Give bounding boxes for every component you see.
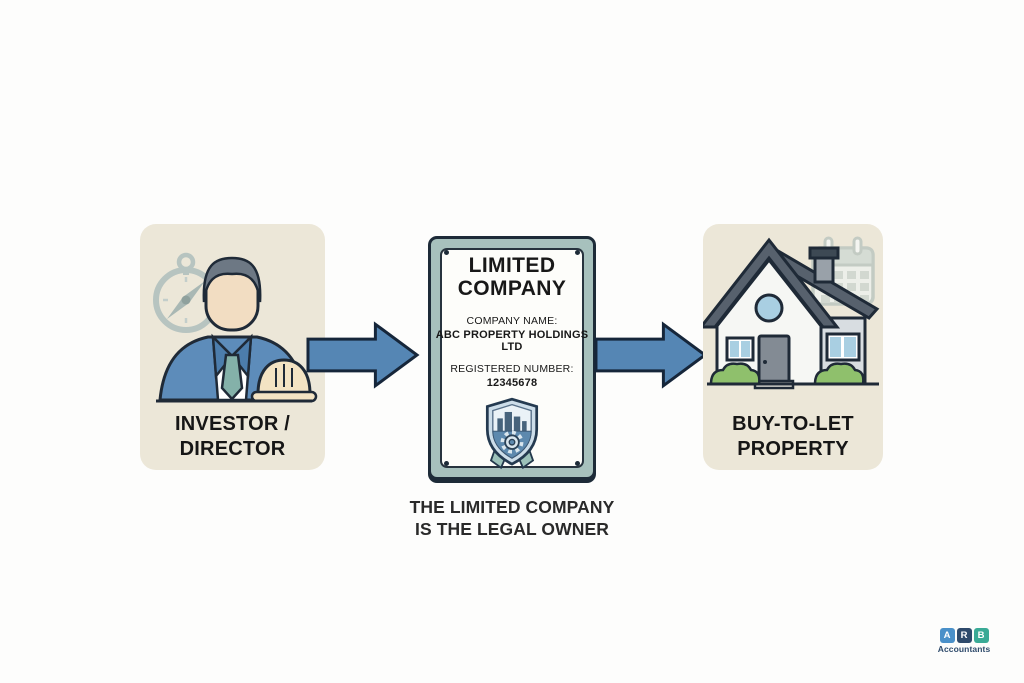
buy-to-let-property-card: BUY-TO-LET PROPERTY	[703, 224, 883, 470]
legal-owner-caption: THE LIMITED COMPANY IS THE LEGAL OWNER	[352, 497, 672, 540]
limited-company-certificate: LIMITED COMPANY COMPANY NAME: ABC PROPER…	[428, 236, 596, 480]
logo-letter-a: A	[939, 628, 955, 643]
investor-director-card: INVESTOR / DIRECTOR	[140, 224, 325, 470]
hard-hat-icon	[250, 358, 318, 403]
registered-number-label: REGISTERED NUMBER:	[450, 363, 574, 375]
city-buildings-icon	[497, 411, 527, 433]
registered-number-value: 12345678	[486, 377, 538, 389]
gear-icon	[500, 430, 524, 454]
house-icon	[703, 237, 880, 390]
caption-line1: THE LIMITED COMPANY	[409, 497, 615, 517]
arb-accountants-logo: A R B Accountants	[935, 628, 993, 654]
logo-letter-r: R	[956, 628, 972, 643]
certificate-title-line2: COMPANY	[457, 277, 567, 300]
investor-card-label: INVESTOR / DIRECTOR	[140, 412, 325, 462]
property-label-line1: BUY-TO-LET	[732, 413, 854, 435]
property-card-label: BUY-TO-LET PROPERTY	[703, 412, 883, 462]
logo-letter-b: B	[973, 628, 989, 643]
property-label-line2: PROPERTY	[737, 438, 849, 460]
certificate-title: LIMITED COMPANY	[431, 254, 593, 300]
investor-label-line2: DIRECTOR	[179, 438, 286, 460]
company-name-label: COMPANY NAME:	[466, 315, 558, 327]
arrow-right-icon	[594, 321, 708, 389]
certificate-corner-dot	[575, 461, 580, 466]
company-name-value: ABC PROPERTY HOLDINGS LTD	[435, 329, 589, 353]
house-illustration	[703, 236, 880, 390]
certificate-corner-dot	[444, 250, 449, 255]
certificate-corner-dot	[575, 250, 580, 255]
certificate-title-line1: LIMITED	[468, 254, 556, 277]
certificate-badge-icon	[485, 397, 539, 470]
arrow-right-icon	[306, 321, 420, 389]
bush-icon	[709, 362, 761, 386]
logo-subtitle: Accountants	[937, 644, 991, 654]
investor-label-line1: INVESTOR /	[175, 413, 290, 435]
certificate-corner-dot	[444, 461, 449, 466]
businessman-illustration	[153, 252, 318, 403]
caption-line2: IS THE LEGAL OWNER	[415, 518, 609, 539]
bush-icon	[813, 362, 865, 386]
